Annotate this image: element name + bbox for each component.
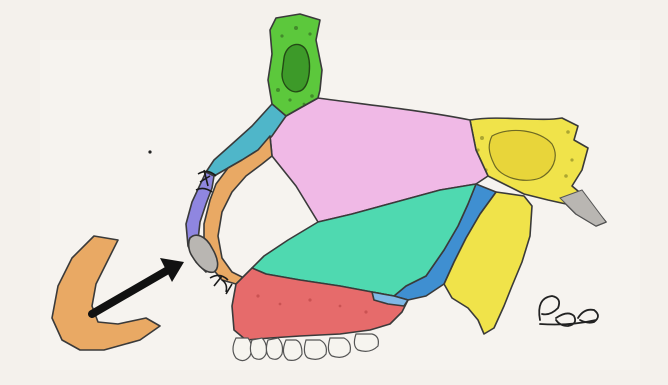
frontal-sinus [282, 44, 309, 91]
tooth-4 [283, 340, 302, 360]
tooth-1 [233, 338, 252, 361]
tooth-2 [250, 338, 266, 359]
tooth-5 [304, 340, 326, 359]
tooth-3 [266, 338, 282, 359]
tooth-7 [354, 334, 378, 351]
ink-dot [148, 150, 151, 153]
tooth-6 [328, 338, 350, 357]
